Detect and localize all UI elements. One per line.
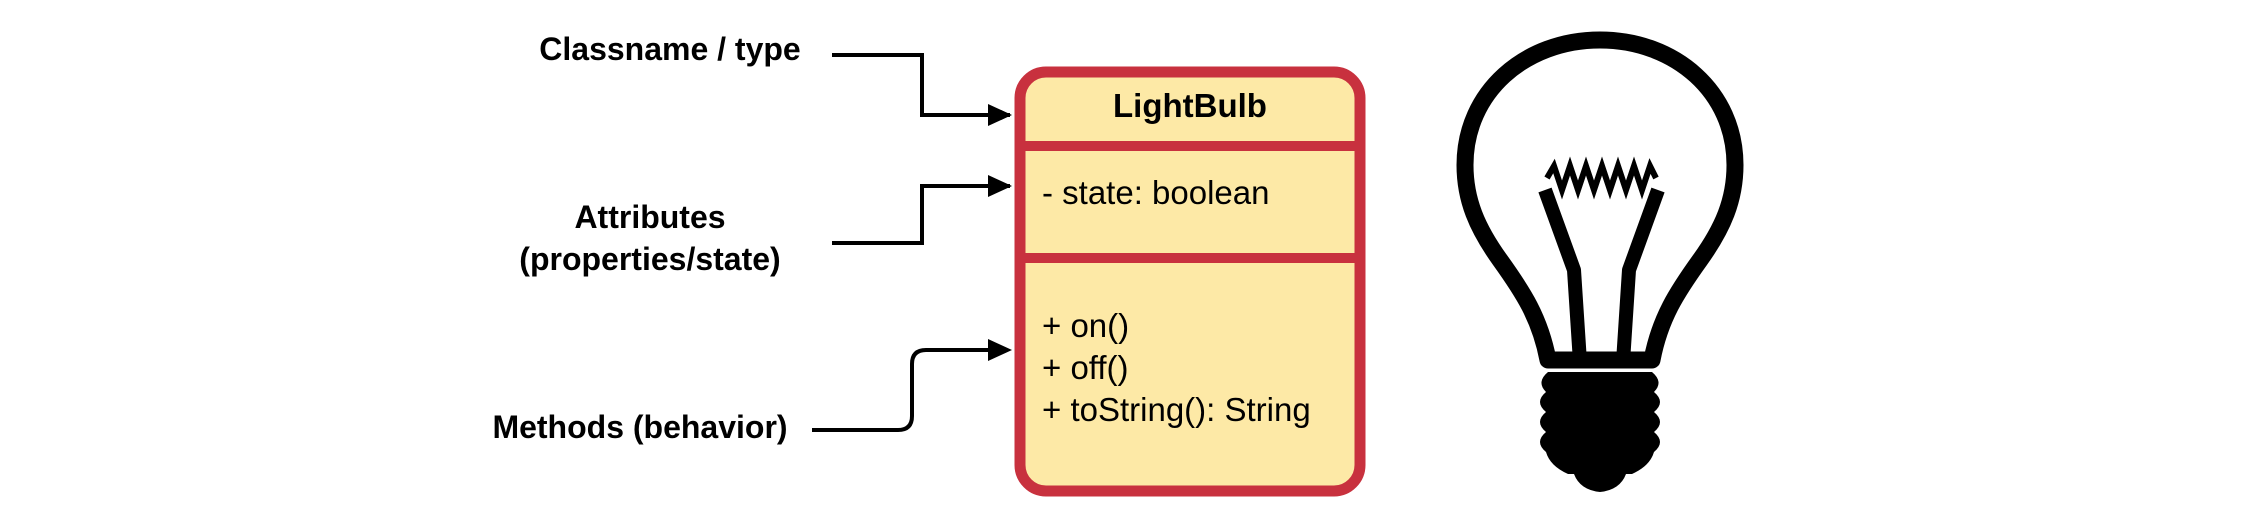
uml-method-tostring: + toString(): String xyxy=(1042,391,1311,428)
uml-class-name: LightBulb xyxy=(1113,87,1267,124)
annotation-classname: Classname / type xyxy=(500,28,840,70)
annotation-attributes: Attributes (properties/state) xyxy=(480,196,820,280)
annotation-classname-text: Classname / type xyxy=(539,31,801,67)
connector-classname xyxy=(832,53,1012,126)
uml-method-off: + off() xyxy=(1042,349,1129,386)
uml-method-list: + on() + off() + toString(): String xyxy=(1042,305,1311,431)
uml-attribute-list: - state: boolean xyxy=(1042,172,1270,214)
uml-method-on: + on() xyxy=(1042,307,1130,344)
annotation-attributes-line1: Attributes xyxy=(574,199,726,235)
uml-attribute: - state: boolean xyxy=(1042,174,1270,211)
connector-methods xyxy=(812,339,1012,432)
annotation-methods: Methods (behavior) xyxy=(470,406,810,448)
annotation-attributes-line2: (properties/state) xyxy=(519,241,781,277)
uml-class-box xyxy=(1014,66,1366,497)
uml-class-body xyxy=(1014,66,1366,497)
light-bulb-icon xyxy=(1456,31,1744,492)
connector-attributes xyxy=(832,175,1012,245)
annotation-methods-text: Methods (behavior) xyxy=(492,409,788,445)
